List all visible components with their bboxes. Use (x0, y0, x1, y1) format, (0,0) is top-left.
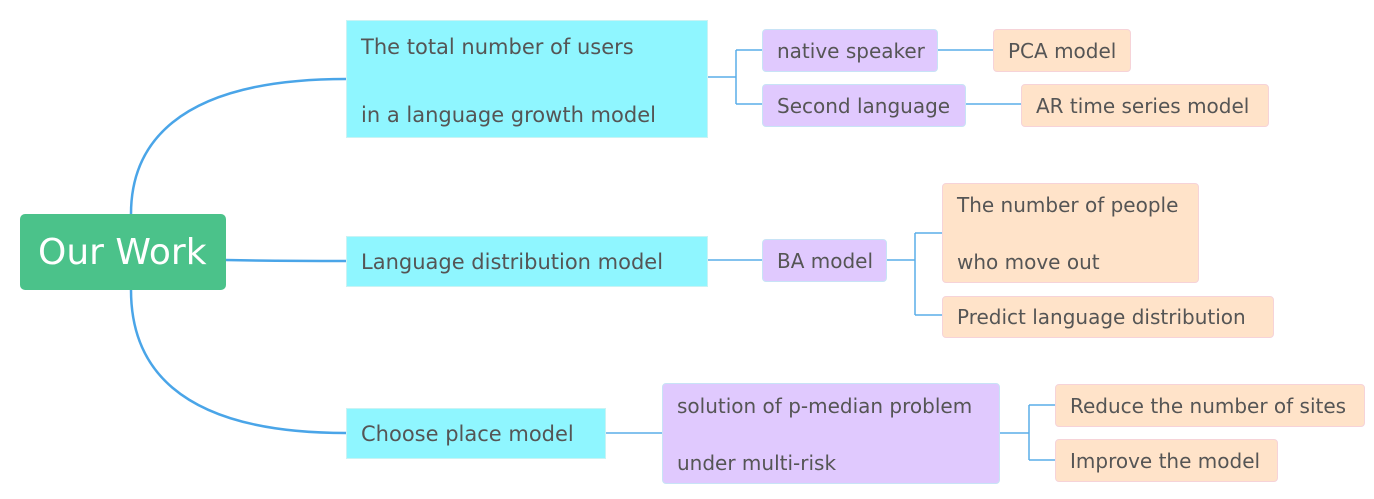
topic-ba-model[interactable]: BA model (762, 239, 887, 282)
branch-choose-place-model[interactable]: Choose place model (346, 408, 606, 459)
topic-native-speaker[interactable]: native speaker (762, 29, 938, 72)
topic-second-language[interactable]: Second language (762, 84, 966, 127)
subtopic-pca-model[interactable]: PCA model (993, 29, 1131, 72)
subtopic-ar-time-series-model[interactable]: AR time series model (1021, 84, 1269, 127)
branch-line-1: The total number of users (361, 35, 634, 59)
branch-label: Choose place model (361, 421, 574, 446)
subtopic-people-move-out[interactable]: The number of people who move out (942, 183, 1199, 283)
branch-language-distribution-model[interactable]: Language distribution model (346, 236, 708, 287)
connector-root-branch-3 (129, 289, 347, 435)
branch-line-2: in a language growth model (361, 103, 656, 127)
topic-label: native speaker (777, 38, 925, 63)
branch-language-growth-model[interactable]: The total number of users in a language … (346, 20, 708, 138)
subtopic-reduce-number-of-sites[interactable]: Reduce the number of sites (1055, 384, 1365, 427)
topic-label: BA model (777, 248, 874, 273)
subtopic-label: AR time series model (1036, 93, 1250, 118)
topic-line-2: under multi-risk (677, 451, 837, 475)
subtopic-label: Predict language distribution (957, 305, 1246, 329)
root-node-our-work[interactable]: Our Work (20, 214, 226, 290)
topic-p-median-solution[interactable]: solution of p-median problem under multi… (662, 383, 1000, 484)
subtopic-label: Reduce the number of sites (1070, 393, 1347, 418)
topic-line-1: solution of p-median problem (677, 394, 973, 418)
subtopic-improve-the-model[interactable]: Improve the model (1055, 439, 1278, 482)
connector-root-branch-2 (225, 258, 347, 263)
topic-label: Second language (777, 93, 951, 118)
branch-label: Language distribution model (361, 249, 664, 274)
subtopic-line-1: The number of people (957, 193, 1179, 217)
connector-branch-1-children (708, 49, 762, 105)
subtopic-predict-language-distribution[interactable]: Predict language distribution (942, 296, 1274, 338)
subtopic-line-2: who move out (957, 250, 1100, 274)
subtopic-label: PCA model (1008, 38, 1117, 63)
connector-pmedian-children (1000, 404, 1055, 461)
connector-ba-children (887, 232, 942, 316)
root-label: Our Work (38, 231, 207, 273)
connector-root-branch-1 (129, 77, 347, 215)
subtopic-label: Improve the model (1070, 448, 1261, 473)
